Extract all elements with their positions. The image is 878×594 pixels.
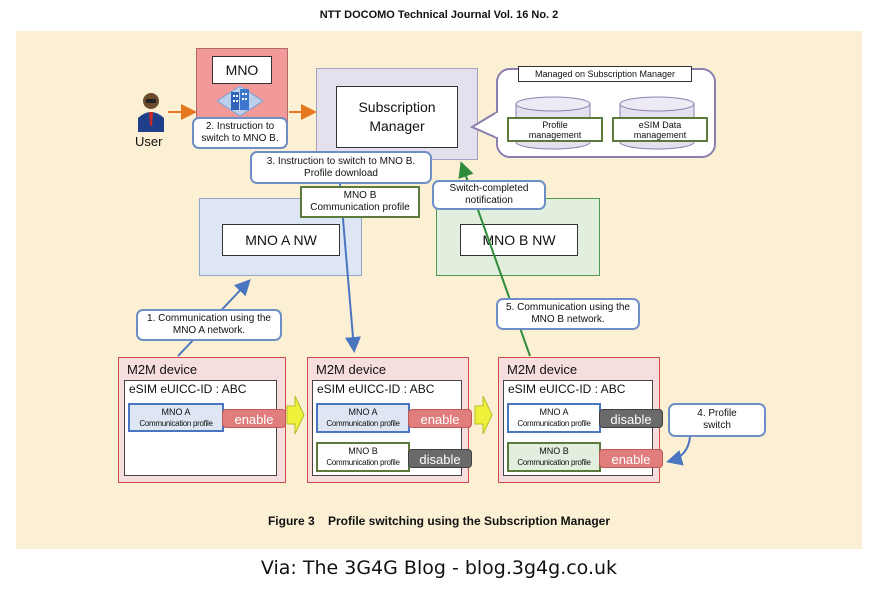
step4-callout: 4. Profile switch: [668, 403, 766, 437]
device3-profile-mno-a-name: MNO A: [539, 407, 569, 417]
journal-header: NTT DOCOMO Technical Journal Vol. 16 No.…: [319, 9, 559, 21]
device2-mno-a-status: enable: [408, 409, 472, 428]
device2-mno-b-status: disable: [408, 449, 472, 468]
step1-callout: 1. Communication using the MNO A network…: [136, 309, 282, 341]
mno-b-nw-box: MNO B NW: [460, 224, 578, 256]
step5-text: 5. Communication using the MNO B network…: [506, 302, 630, 325]
mno-b-profile-box: MNO B Communication profile: [300, 186, 420, 218]
transition-arrow-1: [286, 395, 305, 435]
m2m-device-1-title: M2M device: [127, 362, 198, 377]
user-icon: [136, 92, 166, 132]
device3-mno-a-status: disable: [599, 409, 663, 428]
bubble-tail: [469, 110, 498, 140]
esim-card-1-title: eSIM eUICC-ID : ABC: [129, 382, 247, 396]
step1-text: 1. Communication using the MNO A network…: [147, 313, 271, 336]
esim-data-management-box: eSIM Data management: [612, 117, 708, 142]
device2-profile-mno-a-name: MNO A: [348, 407, 378, 417]
building-icon: [216, 85, 264, 117]
device3-profile-mno-b: MNO B Communication profile: [507, 442, 601, 472]
figure-caption: Figure 3 Profile switching using the Sub…: [267, 514, 611, 528]
esim-card-3-title: eSIM eUICC-ID : ABC: [508, 382, 626, 396]
device3-mno-b-status: enable: [599, 449, 663, 468]
mno-a-nw-box: MNO A NW: [222, 224, 340, 256]
step4-text: 4. Profile switch: [697, 408, 737, 431]
device3-profile-mno-b-sub: Communication profile: [517, 458, 591, 467]
m2m-device-3-title: M2M device: [507, 362, 578, 377]
managed-on-label-box: Managed on Subscription Manager: [518, 66, 692, 82]
profile-management-label: Profile management: [528, 119, 582, 140]
user-label: User: [135, 134, 163, 149]
mno-b-profile-label: MNO B Communication profile: [310, 190, 410, 213]
device3-profile-mno-a-sub: Communication profile: [517, 419, 591, 428]
via-credit: Via: The 3G4G Blog - blog.3g4g.co.uk: [260, 557, 618, 579]
step2-text: 2. Instruction to switch to MNO B.: [201, 121, 279, 144]
esim-card-2-title: eSIM eUICC-ID : ABC: [317, 382, 435, 396]
m2m-device-2-title: M2M device: [316, 362, 387, 377]
device2-profile-mno-b-sub: Communication profile: [326, 458, 400, 467]
step2-callout: 2. Instruction to switch to MNO B.: [192, 117, 288, 149]
esim-data-management-label: eSIM Data management: [633, 119, 687, 140]
device1-profile-mno-a-sub: Communication profile: [139, 419, 213, 428]
device3-profile-mno-a: MNO A Communication profile: [507, 403, 601, 433]
device1-profile-mno-a: MNO A Communication profile: [128, 403, 224, 432]
device2-profile-mno-a: MNO A Communication profile: [316, 403, 410, 433]
device1-mno-a-status: enable: [222, 409, 286, 428]
device2-profile-mno-b: MNO B Communication profile: [316, 442, 410, 472]
device1-profile-mno-a-name: MNO A: [161, 407, 191, 417]
subscription-manager-title-box: Subscription Manager: [336, 86, 458, 148]
device2-profile-mno-b-name: MNO B: [348, 446, 378, 456]
device3-profile-mno-b-name: MNO B: [539, 446, 569, 456]
managed-on-label: Managed on Subscription Manager: [534, 69, 676, 79]
device2-profile-mno-a-sub: Communication profile: [326, 419, 400, 428]
profile-management-box: Profile management: [507, 117, 603, 142]
switch-completed-callout: Switch-completed notification: [432, 180, 546, 210]
step3-callout: 3. Instruction to switch to MNO B. Profi…: [250, 151, 432, 184]
mno-title: MNO: [225, 62, 259, 78]
mno-a-nw-label: MNO A NW: [245, 232, 317, 248]
subscription-manager-title: Subscription Manager: [358, 99, 436, 134]
switch-completed-text: Switch-completed notification: [449, 183, 529, 206]
step5-callout: 5. Communication using the MNO B network…: [496, 298, 640, 330]
step3-text: 3. Instruction to switch to MNO B. Profi…: [266, 155, 416, 179]
mno-b-nw-label: MNO B NW: [482, 232, 556, 248]
mno-title-box: MNO: [212, 56, 272, 84]
profile-switch-arrow: [666, 436, 691, 466]
transition-arrow-2: [474, 395, 493, 435]
